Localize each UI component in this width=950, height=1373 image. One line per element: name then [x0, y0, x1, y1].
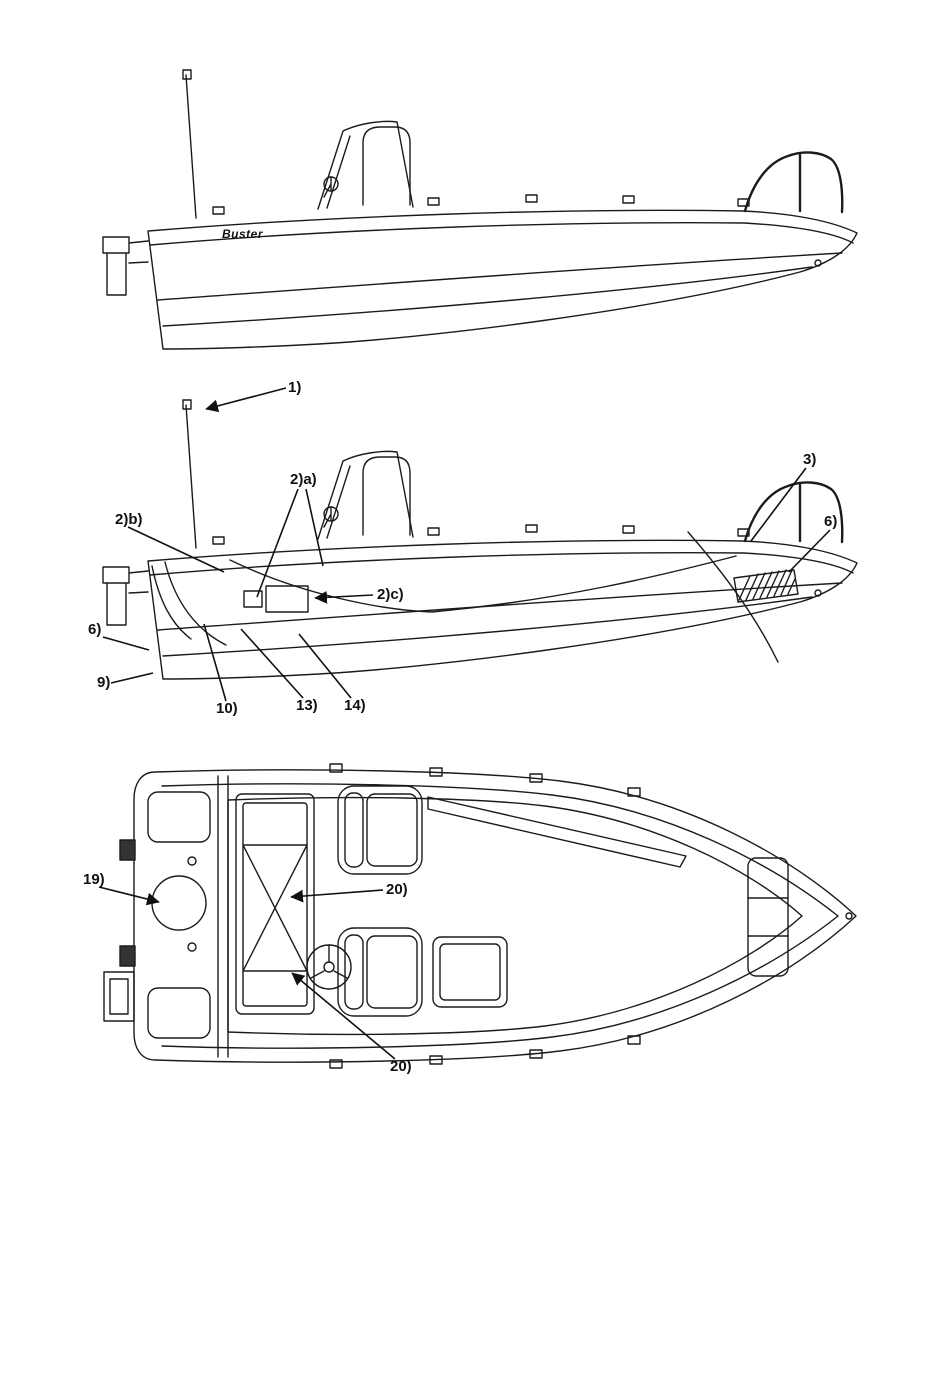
- leader-line-2c: [314, 590, 374, 604]
- leader-line-6-left: [102, 636, 150, 651]
- floor-hatch-inner: [242, 802, 308, 1007]
- callout-14: 14): [344, 697, 366, 714]
- cooler-box: [432, 936, 508, 1008]
- floor-hatch: [235, 793, 315, 1015]
- transom-bulkhead: [217, 775, 229, 1058]
- steering-wheel-hub: [323, 961, 335, 973]
- bow-locker-outline: [747, 857, 789, 977]
- callout-20-top: 20): [386, 881, 408, 898]
- cooler-lid: [439, 943, 501, 1001]
- floor-hatch-outer: [235, 793, 315, 1015]
- leader-line-1: [205, 387, 287, 413]
- drain-plug-bottom: [187, 942, 197, 952]
- callout-10: 10): [216, 700, 238, 717]
- engine-clamps: [119, 839, 136, 967]
- platform-panel-top: [147, 791, 211, 843]
- steering-wheel-spokes: [310, 944, 348, 979]
- seat-cushion: [366, 935, 418, 1009]
- callout-6-left: 6): [88, 621, 101, 638]
- passenger-seat-plan: [337, 785, 423, 875]
- seat-outline: [337, 927, 423, 1017]
- hatched-box-outline: [733, 569, 799, 603]
- seat-backrest: [344, 934, 364, 1010]
- platform-panel-bottom: [147, 987, 211, 1039]
- side-hull-drawing: [101, 398, 859, 681]
- leader-line-2b: [127, 526, 225, 573]
- leader-line-6-right: [788, 529, 831, 573]
- leader-line-9: [110, 672, 154, 684]
- callout-6-right: 6): [824, 513, 837, 530]
- side-view-top: Buster: [101, 68, 859, 351]
- side-hull-drawing: [101, 68, 859, 351]
- callout-1: 1): [288, 379, 301, 396]
- helm-seat-plan: [337, 927, 423, 1017]
- leader-line-2a: [256, 488, 324, 598]
- stowage-hatch-hatched: [733, 569, 799, 603]
- plan-hull-outline: [133, 769, 857, 1063]
- leader-line-20-bottom: [291, 972, 396, 1060]
- plan-view: 19) 20) 20): [83, 763, 857, 1075]
- cockpit-interior-lines: [151, 531, 779, 663]
- hatch-pattern-lines: [738, 569, 796, 601]
- callout-20-bottom: 20): [390, 1058, 412, 1075]
- floor-hatch-cross: [242, 844, 308, 972]
- callout-3: 3): [803, 451, 816, 468]
- seat-backrest: [344, 792, 364, 868]
- leader-line-14: [298, 633, 352, 699]
- leader-line-20-top: [290, 889, 384, 903]
- deck-hatches: [243, 585, 309, 613]
- outboard-engine: [103, 971, 135, 1022]
- callout-2c: 2)c): [377, 586, 404, 603]
- leader-line-3: [750, 467, 807, 542]
- gunwale-shelf: [427, 796, 687, 868]
- seat-cushion: [366, 793, 418, 867]
- bow-locker-slats: [747, 897, 789, 937]
- bow-locker: [747, 857, 789, 977]
- drain-plug-top: [187, 856, 197, 866]
- hull-brand-text: Buster: [222, 227, 264, 241]
- leader-line-19: [98, 886, 160, 906]
- callout-13: 13): [296, 697, 318, 714]
- bow-light: [845, 912, 853, 920]
- leader-line-10: [203, 623, 227, 702]
- callout-2a: 2)a): [290, 471, 317, 488]
- plan-cockpit-coaming: [227, 796, 803, 1036]
- plan-deck-fittings: [329, 763, 641, 1069]
- side-view-labeled: 1) 2)a) 2)b) 2)c) 3) 6) 6) 9) 10) 13) 14…: [88, 379, 859, 717]
- cooler-outer: [432, 936, 508, 1008]
- callout-2b: 2)b): [115, 511, 143, 528]
- plan-gunwale-inner: [161, 783, 839, 1049]
- leader-line-13: [240, 628, 304, 699]
- callout-9: 9): [97, 674, 110, 691]
- callout-19: 19): [83, 871, 105, 888]
- seat-outline: [337, 785, 423, 875]
- inspection-hatch: [151, 875, 207, 931]
